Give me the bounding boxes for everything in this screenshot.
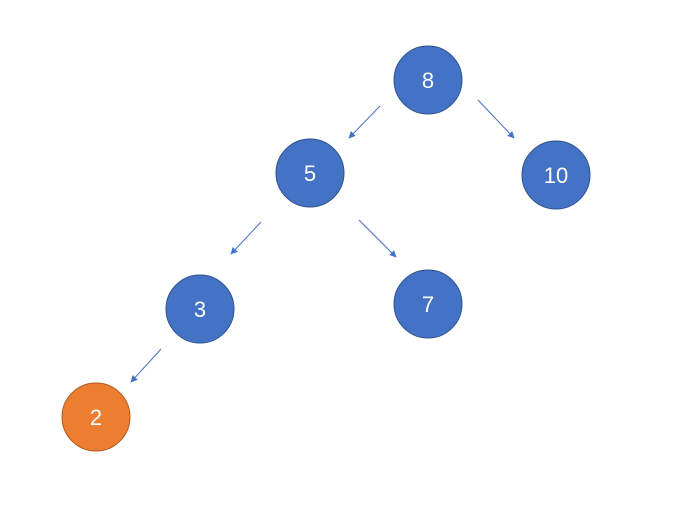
node-circle-highlighted [61, 382, 131, 452]
node-circle [393, 45, 463, 115]
edge-8-to-5 [348, 105, 381, 139]
node-label: 5 [304, 161, 316, 186]
edge-5-to-3 [230, 221, 262, 255]
node-label: 8 [422, 68, 434, 93]
node-label: 2 [90, 405, 102, 430]
node-label: 3 [194, 297, 206, 322]
tree-node-8: 8 [393, 45, 463, 115]
tree-node-10: 10 [521, 140, 591, 210]
node-circle [165, 274, 235, 344]
tree-node-7: 7 [393, 269, 463, 339]
edges-group [130, 99, 515, 383]
tree-node-3: 3 [165, 274, 235, 344]
edge-8-to-10 [477, 99, 515, 139]
tree-node-2: 2 [61, 382, 131, 452]
node-circle [393, 269, 463, 339]
edge-3-to-2 [130, 348, 162, 383]
node-label: 10 [544, 163, 568, 188]
tree-node-5: 5 [275, 138, 345, 208]
edge-5-to-7 [358, 219, 397, 258]
node-circle [275, 138, 345, 208]
node-circle [521, 140, 591, 210]
node-label: 7 [422, 292, 434, 317]
